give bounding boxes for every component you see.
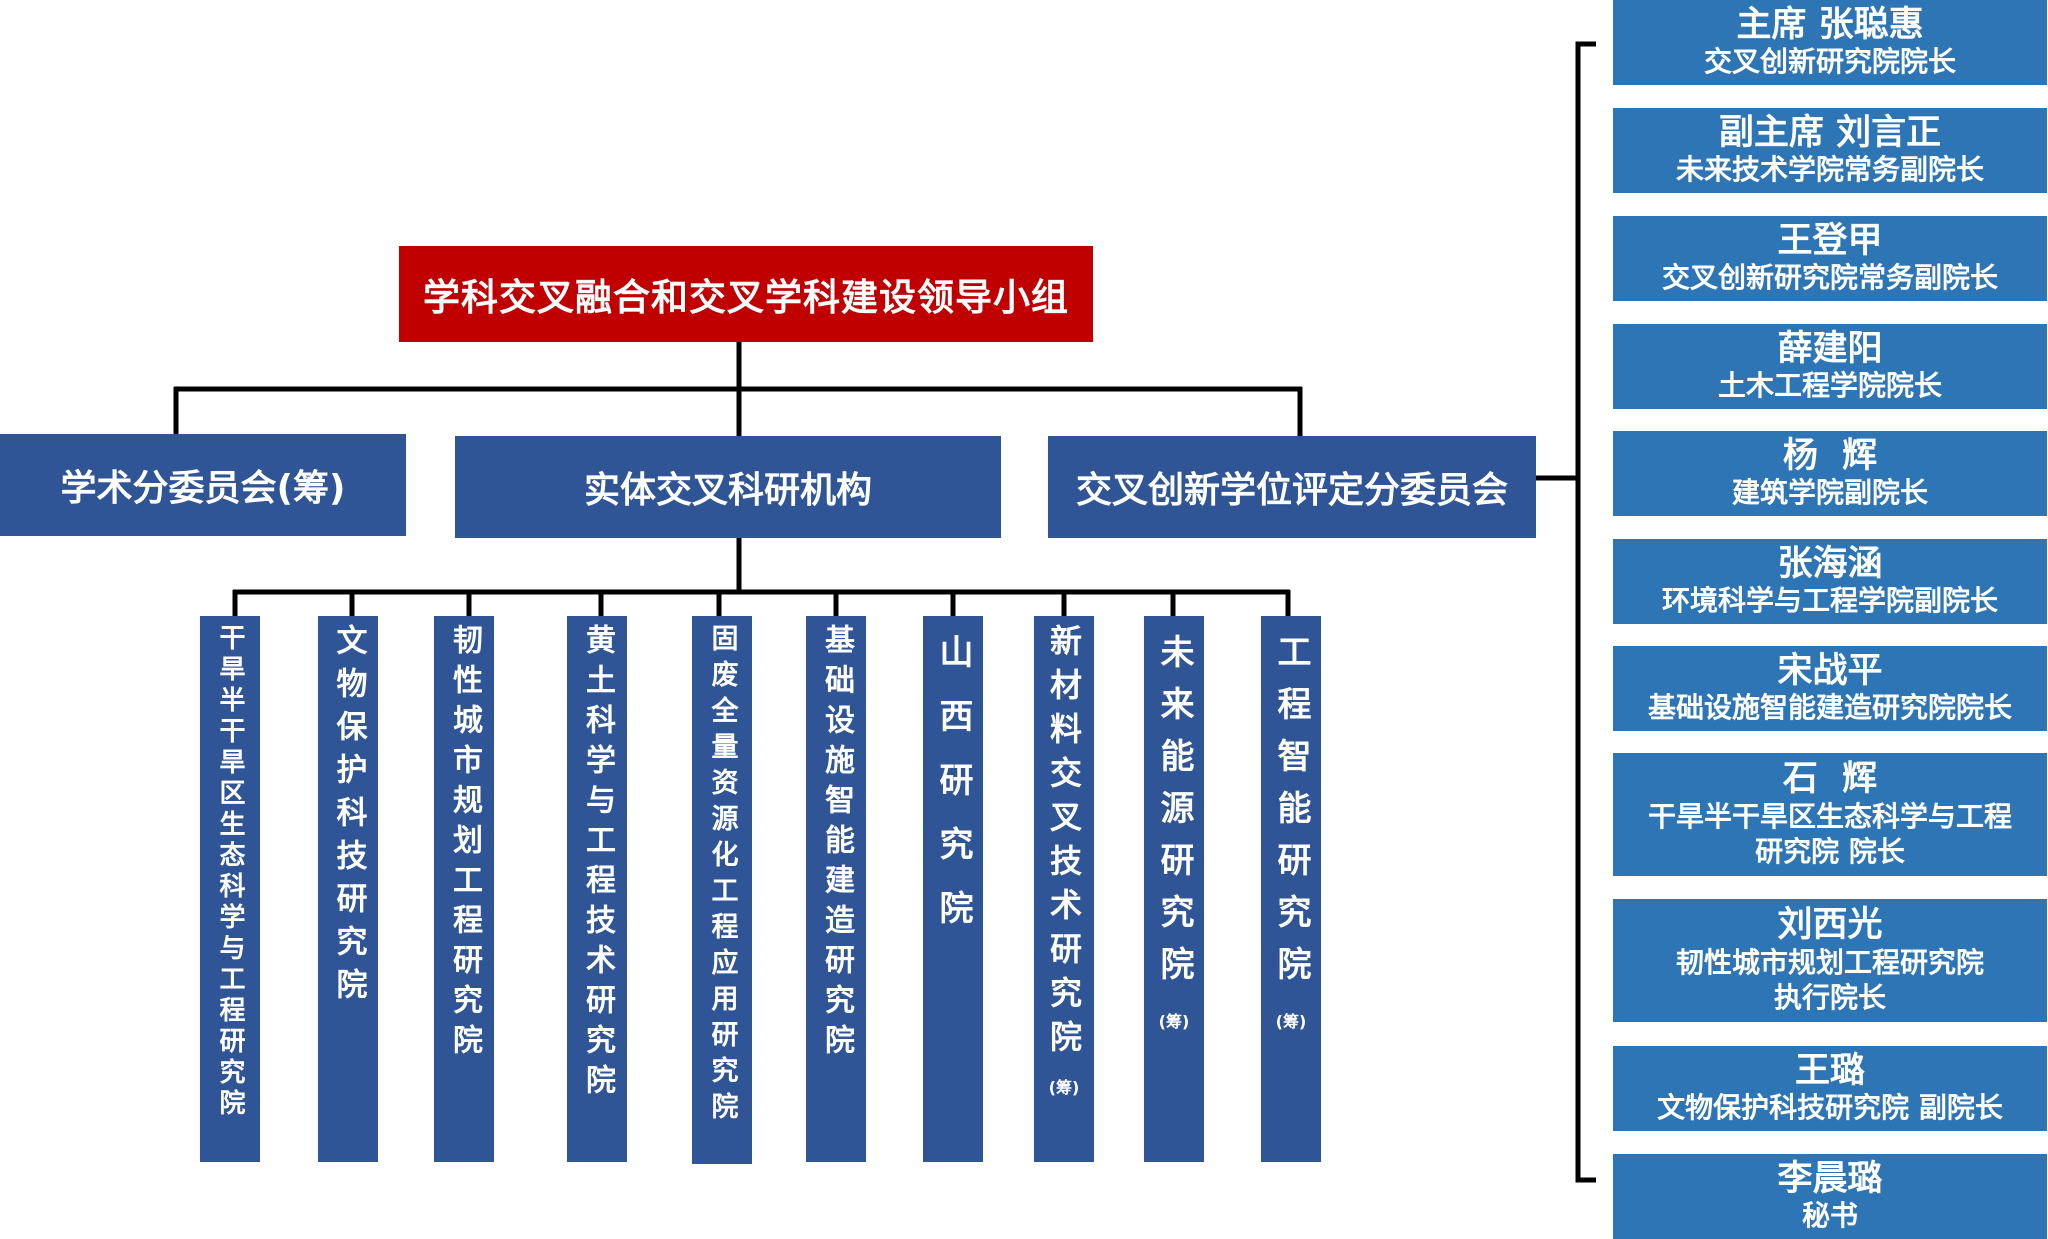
degree-committee-label: 交叉创新学位评定分委员会 [1075,470,1508,511]
member-name: 主席 张聪惠 [1736,4,1924,45]
member-name: 王登甲 [1777,220,1883,261]
member-name: 薛建阳 [1777,328,1883,369]
institute-box: 基础设施智能建造研究院 [806,616,866,1162]
institute-name: 干旱半干旱区生态科学与工程研究院 [215,624,245,1120]
institute-box: 黄土科学与工程技术研究院 [567,616,627,1162]
member-role: 文物保护科技研究院 副院长 [1657,1091,2003,1125]
member-role: 干旱半干旱区生态科学与工程 研究院 院长 [1647,799,2012,868]
member-name: 宋战平 [1777,650,1883,691]
institute-name: 黄土科学与工程技术研究院 [580,624,615,1104]
institute-box: 文物保护科技研究院 [318,616,378,1162]
member-card: 副主席 刘言正 未来技术学院常务副院长 [1613,108,2047,193]
degree-committee-box: 交叉创新学位评定分委员会 [1048,436,1536,538]
member-card: 石 辉 干旱半干旱区生态科学与工程 研究院 院长 [1613,753,2047,876]
member-name: 杨 辉 [1782,435,1878,476]
institute-name: 韧性城市规划工程研究院 [447,624,482,1064]
member-role: 建筑学院副院长 [1731,476,1928,510]
member-card: 李晨璐 秘书 [1613,1154,2047,1239]
member-name: 王璐 [1794,1050,1865,1091]
member-role: 交叉创新研究院院长 [1703,45,1956,79]
member-name: 张海涵 [1777,543,1883,584]
member-card: 王登甲 交叉创新研究院常务副院长 [1613,216,2047,301]
member-role: 交叉创新研究院常务副院长 [1661,261,1998,295]
institute-name: 新材料交叉技术研究院 [1045,624,1083,1064]
member-role: 秘书 [1801,1199,1858,1233]
member-card: 杨 辉 建筑学院副院长 [1613,431,2047,516]
member-name: 副主席 刘言正 [1718,112,1942,153]
institute-note: (筹) [1275,1012,1307,1031]
members-bracket [1575,41,1596,1183]
institute-box: 山西研究院 [923,616,983,1162]
member-name: 李晨璐 [1777,1158,1883,1199]
member-name: 刘西光 [1777,905,1883,946]
leadership-group-label: 学科交叉融合和交叉学科建设领导小组 [423,276,1069,319]
member-role: 韧性城市规划工程研究院 执行院长 [1675,945,1984,1014]
institute-note: (筹) [1048,1078,1080,1097]
member-card: 薛建阳 土木工程学院院长 [1613,324,2047,409]
institute-name: 文物保护科技研究院 [330,624,367,1011]
institute-name: 基础设施智能建造研究院 [819,624,854,1064]
institute-box: 干旱半干旱区生态科学与工程研究院 [200,616,260,1162]
member-card: 主席 张聪惠 交叉创新研究院院长 [1613,0,2047,85]
member-card: 王璐 文物保护科技研究院 副院长 [1613,1046,2047,1131]
institute-box: 韧性城市规划工程研究院 [434,616,494,1162]
member-name: 石 辉 [1782,759,1878,800]
institute-box: 工程智能研究院 (筹) [1261,616,1321,1162]
institute-name: 固废全量资源化工程应用研究院 [706,624,738,1128]
member-card: 刘西光 韧性城市规划工程研究院 执行院长 [1613,899,2047,1022]
member-card: 宋战平 基础设施智能建造研究院院长 [1613,646,2047,731]
member-role: 土木工程学院院长 [1717,369,1942,403]
leadership-group-box: 学科交叉融合和交叉学科建设领导小组 [399,246,1093,342]
institute-name: 工程智能研究院 [1271,634,1311,998]
institute-box: 新材料交叉技术研究院 (筹) [1034,616,1094,1162]
academic-subcommittee-box: 学术分委员会(筹) [0,434,406,536]
member-card: 张海涵 环境科学与工程学院副院长 [1613,539,2047,624]
member-role: 未来技术学院常务副院长 [1675,153,1984,187]
entity-research-institutions-label: 实体交叉科研机构 [583,470,872,511]
institute-box: 未来能源研究院 (筹) [1144,616,1204,1162]
member-role: 基础设施智能建造研究院院长 [1647,691,2012,725]
institute-name: 未来能源研究院 [1154,634,1194,998]
institute-name: 山西研究院 [933,634,973,954]
entity-research-institutions-box: 实体交叉科研机构 [455,436,1001,538]
academic-subcommittee-label: 学术分委员会(筹) [60,468,346,509]
institute-note: (筹) [1158,1012,1190,1031]
member-role: 环境科学与工程学院副院长 [1661,584,1998,618]
institute-box: 固废全量资源化工程应用研究院 [692,616,752,1164]
